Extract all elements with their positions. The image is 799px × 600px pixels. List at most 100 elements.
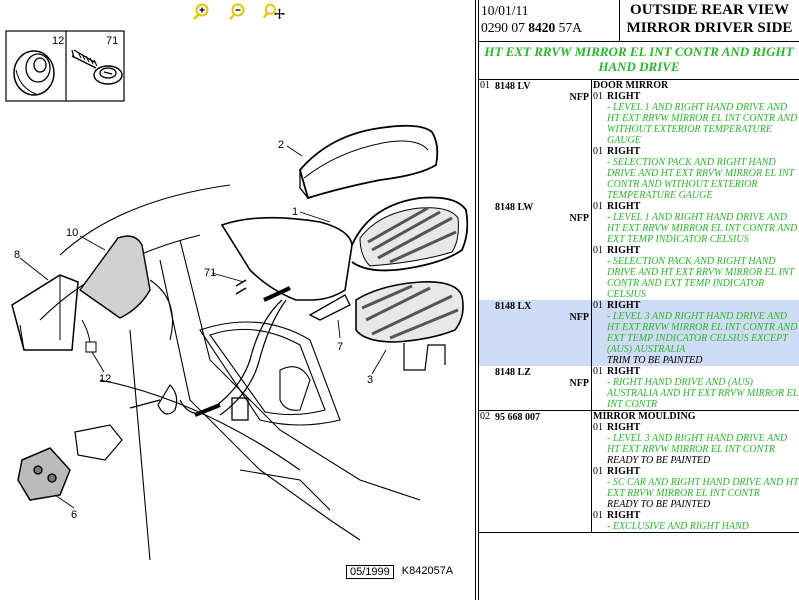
zoom-out-button[interactable]: [227, 3, 249, 21]
group-index: [479, 300, 495, 366]
variant-text: RIGHT- LEVEL 1 AND RIGHT HAND DRIVE AND …: [607, 201, 799, 245]
part-variant: 01 RIGHT- SC CAR AND RIGHT HAND DRIVE AND…: [593, 466, 799, 510]
corner-trim-part: [11, 274, 79, 351]
group-title: MIRROR MOULDING: [593, 411, 696, 422]
variant-condition: - SC CAR AND RIGHT HAND DRIVE AND HT EXT…: [607, 477, 799, 499]
diagram-date: 05/1999: [346, 565, 394, 579]
zoom-in-button[interactable]: [191, 3, 213, 21]
variant-note: READY TO BE PAINTED: [607, 499, 711, 510]
diagram-panel: 12 71 2 1 10 8 71 7 12 3 6 05/1999 K8420…: [0, 0, 475, 579]
group-index: 02: [480, 411, 490, 422]
part-reference[interactable]: 8148 LV: [495, 81, 531, 92]
variant-quantity: 01: [593, 146, 603, 157]
variant-text: RIGHT- RIGHT HAND DRIVE AND (AUS) AUSTRA…: [607, 366, 799, 410]
part-variant: 01 RIGHT- RIGHT HAND DRIVE AND (AUS) AUST…: [593, 366, 799, 410]
part-description: 01 RIGHT- RIGHT HAND DRIVE AND (AUS) AUST…: [591, 366, 799, 410]
part-row[interactable]: 8148 LW NFP 01 RIGHT- LEVEL 1 AND RIGHT HAN…: [479, 201, 799, 300]
header-date: 10/01/11: [481, 3, 529, 18]
variant-text: RIGHT- LEVEL 3 AND RIGHT HAND DRIVE AND …: [607, 300, 799, 366]
panel-divider: [475, 0, 479, 600]
diagram-code: K842057A: [401, 565, 454, 577]
callout-label: 12: [99, 373, 111, 385]
mirror-cover-part: [299, 124, 439, 200]
variant-text: RIGHT- LEVEL 1 AND RIGHT HAND DRIVE AND …: [607, 91, 799, 146]
callout-label: 10: [66, 227, 78, 239]
nfp-flag: [547, 411, 591, 532]
part-reference[interactable]: 8148 LX: [495, 301, 532, 312]
variant-name: RIGHT: [607, 91, 641, 102]
variant-name: RIGHT: [607, 300, 641, 311]
variant-text: RIGHT- SELECTION PACK AND RIGHT HAND DRI…: [607, 146, 799, 201]
mirror-housing-part: [220, 196, 469, 301]
variant-quantity: 01: [593, 300, 603, 311]
parts-list-panel: 10/01/11 0290 07 8420 57A OUTSIDE REAR V…: [479, 0, 799, 600]
variant-quantity: 01: [593, 201, 603, 212]
zoom-out-icon: [228, 3, 244, 20]
section-subtitle: HT EXT RRVW MIRROR EL INT CONTR AND RIGH…: [479, 42, 799, 80]
variant-name: RIGHT: [607, 422, 641, 433]
part-description: 01 RIGHT- LEVEL 1 AND RIGHT HAND DRIVE AN…: [591, 201, 799, 300]
variant-name: RIGHT: [607, 510, 641, 521]
part-variant: 01 RIGHT- EXCLUSIVE AND RIGHT HAND: [593, 510, 799, 532]
variant-quantity: 01: [593, 91, 603, 102]
variant-condition: - RIGHT HAND DRIVE AND (AUS) AUSTRALIA A…: [607, 377, 799, 410]
fastener-parts: [81, 279, 351, 353]
variant-quantity: 01: [593, 366, 603, 377]
variant-condition: - EXCLUSIVE AND RIGHT HAND: [607, 521, 749, 532]
part-reference[interactable]: 8148 LW: [495, 202, 534, 213]
callout-label: 7: [337, 341, 343, 353]
nfp-flag: NFP: [569, 312, 589, 323]
variant-condition: - SELECTION PACK AND RIGHT HAND DRIVE AN…: [607, 256, 794, 300]
variant-name: RIGHT: [607, 466, 641, 477]
variant-name: RIGHT: [607, 146, 641, 157]
part-reference[interactable]: 95 668 007: [495, 412, 540, 423]
header-meta: 10/01/11 0290 07 8420 57A: [479, 0, 620, 41]
leader-lines: [19, 145, 387, 509]
callout-label: 6: [71, 509, 77, 521]
variant-text: RIGHT- EXCLUSIVE AND RIGHT HAND: [607, 510, 799, 532]
variant-condition: - SELECTION PACK AND RIGHT HAND DRIVE AN…: [607, 157, 794, 201]
nfp-flag: NFP: [569, 92, 589, 103]
group-index: 01: [480, 80, 490, 91]
part-variant: 01 RIGHT- LEVEL 3 AND RIGHT HAND DRIVE AN…: [593, 300, 799, 366]
mirror-glass-part: [355, 280, 464, 371]
zoom-pan-button[interactable]: [262, 3, 285, 21]
variant-name: RIGHT: [607, 366, 641, 377]
diagram-reference: 05/1999 K842057A: [346, 565, 453, 579]
part-row[interactable]: 8148 LX NFP 01 RIGHT- LEVEL 3 AND RIGHT HAN…: [479, 300, 799, 366]
part-variant: 01 RIGHT- SELECTION PACK AND RIGHT HAND D…: [593, 245, 799, 300]
callout-label: 3: [367, 374, 373, 386]
variant-text: RIGHT- SC CAR AND RIGHT HAND DRIVE AND H…: [607, 466, 799, 510]
variant-name: RIGHT: [607, 201, 641, 212]
callout-label: 12: [52, 35, 64, 47]
header-code: 0290 07 8420 57A: [481, 20, 582, 35]
variant-note: READY TO BE PAINTED: [607, 455, 711, 466]
variant-quantity: 01: [593, 245, 603, 256]
nfp-flag: NFP: [569, 213, 589, 224]
part-variant: 01 RIGHT- LEVEL 1 AND RIGHT HAND DRIVE AN…: [593, 201, 799, 245]
page-header: 10/01/11 0290 07 8420 57A OUTSIDE REAR V…: [479, 0, 799, 42]
mirror-switch-part: [17, 424, 123, 501]
variant-quantity: 01: [593, 510, 603, 521]
zoom-in-icon: [192, 3, 208, 20]
variant-text: RIGHT- SELECTION PACK AND RIGHT HAND DRI…: [607, 245, 799, 300]
group-title: DOOR MIRROR: [593, 80, 669, 91]
group-index: [479, 366, 495, 410]
part-variant: 01 RIGHT- LEVEL 1 AND RIGHT HAND DRIVE AN…: [593, 91, 799, 146]
inset-box: [5, 30, 125, 102]
wiring-harness: [129, 299, 287, 421]
part-reference[interactable]: 8148 LZ: [495, 367, 531, 378]
zoom-toolbar: [0, 0, 475, 24]
variant-quantity: 01: [593, 466, 603, 477]
variant-text: RIGHT- LEVEL 3 AND RIGHT HAND DRIVE AND …: [607, 422, 799, 466]
callout-label: 71: [204, 267, 216, 279]
callout-label: 8: [14, 249, 20, 261]
